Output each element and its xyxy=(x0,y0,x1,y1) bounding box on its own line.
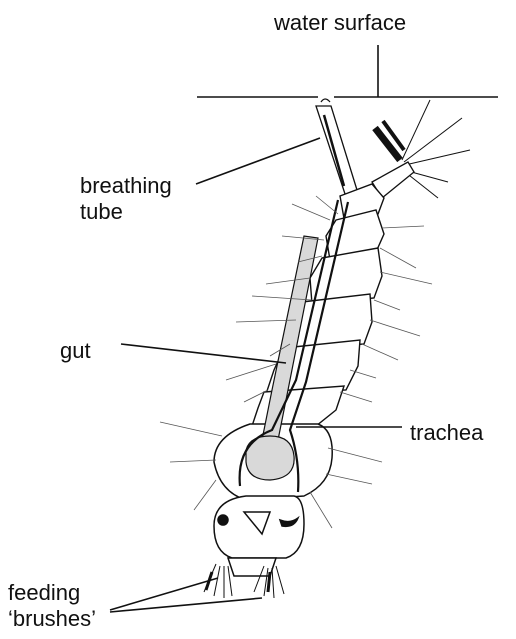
gut-label: gut xyxy=(60,338,91,364)
water-surface-label: water surface xyxy=(274,10,406,36)
breathing-tube-label-line1: breathing xyxy=(80,173,172,199)
feeding-brushes-label: feeding ‘brushes’ xyxy=(8,580,96,632)
trachea-label: trachea xyxy=(410,420,483,446)
feeding-brushes-label-line2: ‘brushes’ xyxy=(8,606,96,632)
breathing-tube-label: breathing tube xyxy=(80,173,172,225)
feeding-brushes-label-line1: feeding xyxy=(8,580,96,606)
breathing-tube-label-line2: tube xyxy=(80,199,172,225)
tail-brush xyxy=(372,100,470,198)
water-surface-line xyxy=(197,45,498,97)
breathing-tube xyxy=(316,99,357,200)
head xyxy=(214,496,304,576)
